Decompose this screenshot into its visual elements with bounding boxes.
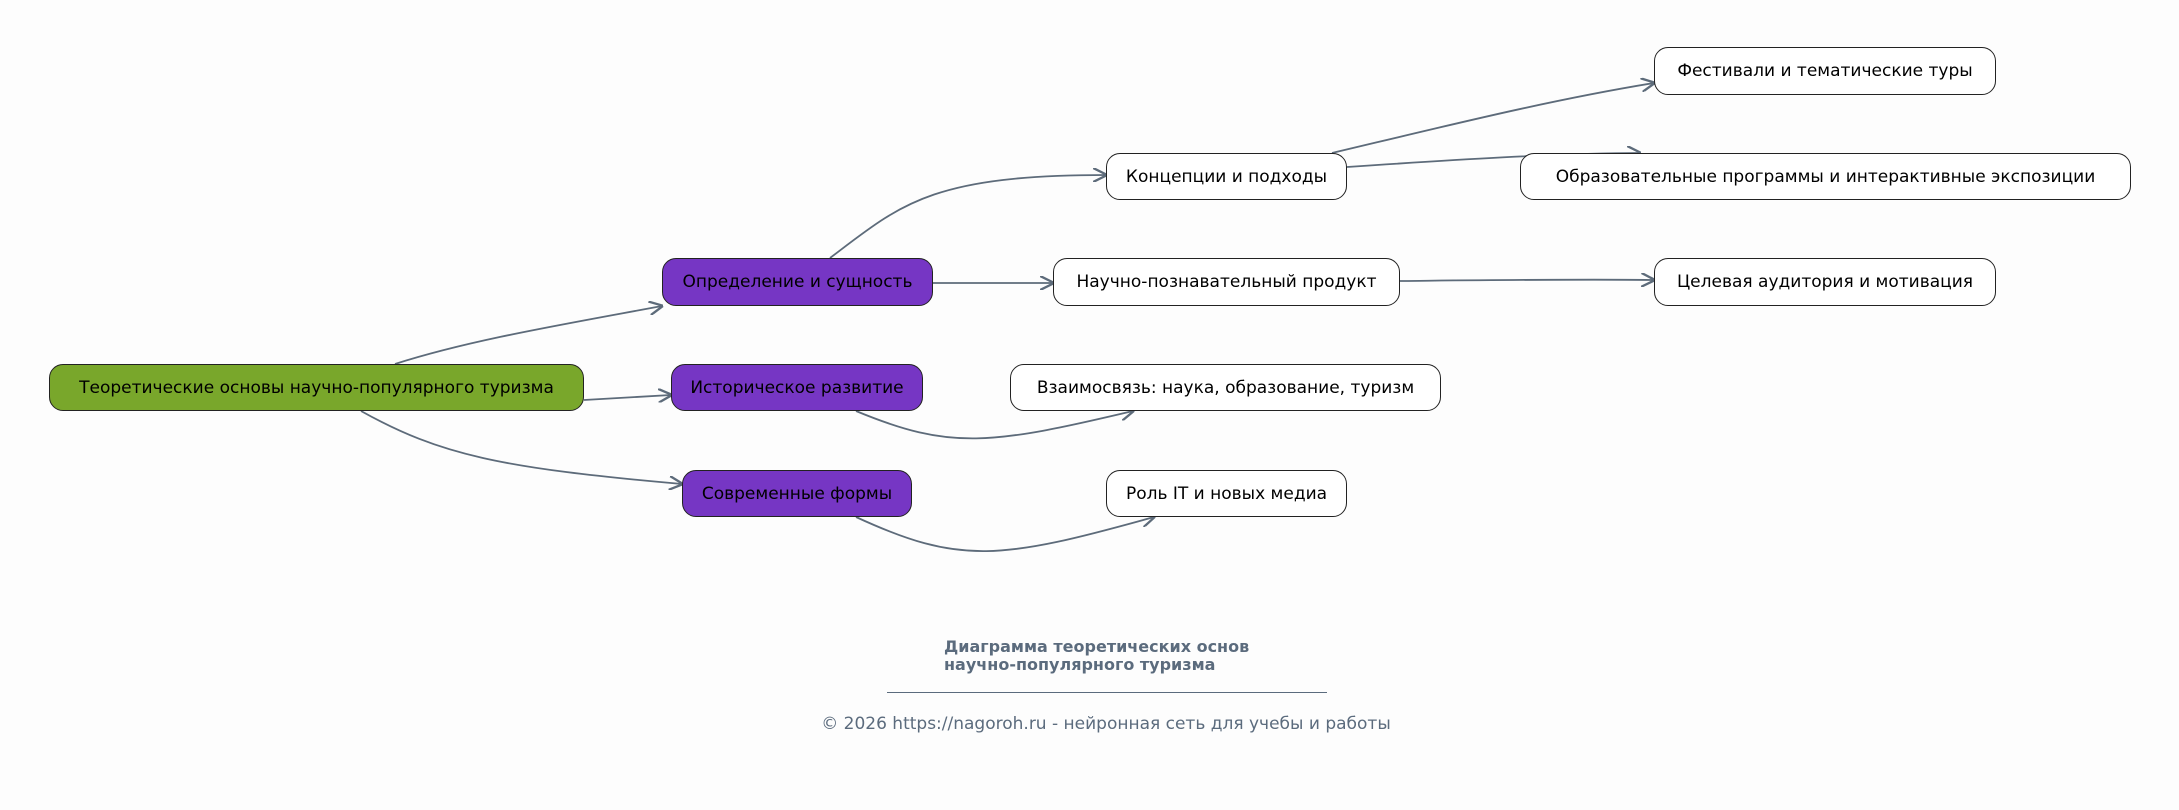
- diagram-caption: Диаграмма теоретических основ научно-поп…: [944, 638, 1249, 674]
- node-relation[interactable]: Взаимосвязь: наука, образование, туризм: [1010, 364, 1441, 411]
- edge-history-relation: [855, 411, 1133, 440]
- node-root[interactable]: Теоретические основы научно-популярного …: [49, 364, 584, 411]
- node-product[interactable]: Научно-познавательный продукт: [1053, 258, 1400, 306]
- node-audience[interactable]: Целевая аудитория и мотивация: [1654, 258, 1996, 306]
- edge-product-audience: [1399, 280, 1654, 281]
- edge-definition-concepts: [829, 175, 1106, 259]
- node-concepts[interactable]: Концепции и подходы: [1106, 153, 1347, 200]
- edge-concepts-festivals: [1331, 83, 1654, 154]
- node-history[interactable]: Историческое развитие: [671, 364, 923, 411]
- node-education[interactable]: Образовательные программы и интерактивны…: [1520, 153, 2131, 200]
- node-festivals[interactable]: Фестивали и тематические туры: [1654, 47, 1996, 95]
- footer-copyright: © 2026 https://nagoroh.ru - нейронная се…: [821, 714, 1391, 734]
- node-definition[interactable]: Определение и сущность: [662, 258, 933, 306]
- node-modern[interactable]: Современные формы: [682, 470, 912, 517]
- node-it[interactable]: Роль IT и новых медиа: [1106, 470, 1347, 517]
- caption-divider: [887, 692, 1327, 693]
- edge-modern-it: [855, 517, 1154, 553]
- edge-root-modern: [360, 410, 682, 484]
- edge-root-history: [583, 395, 671, 400]
- caption-line-1: Диаграмма теоретических основ: [944, 637, 1250, 656]
- edge-root-definition: [394, 306, 662, 365]
- caption-line-2: научно-популярного туризма: [944, 655, 1216, 674]
